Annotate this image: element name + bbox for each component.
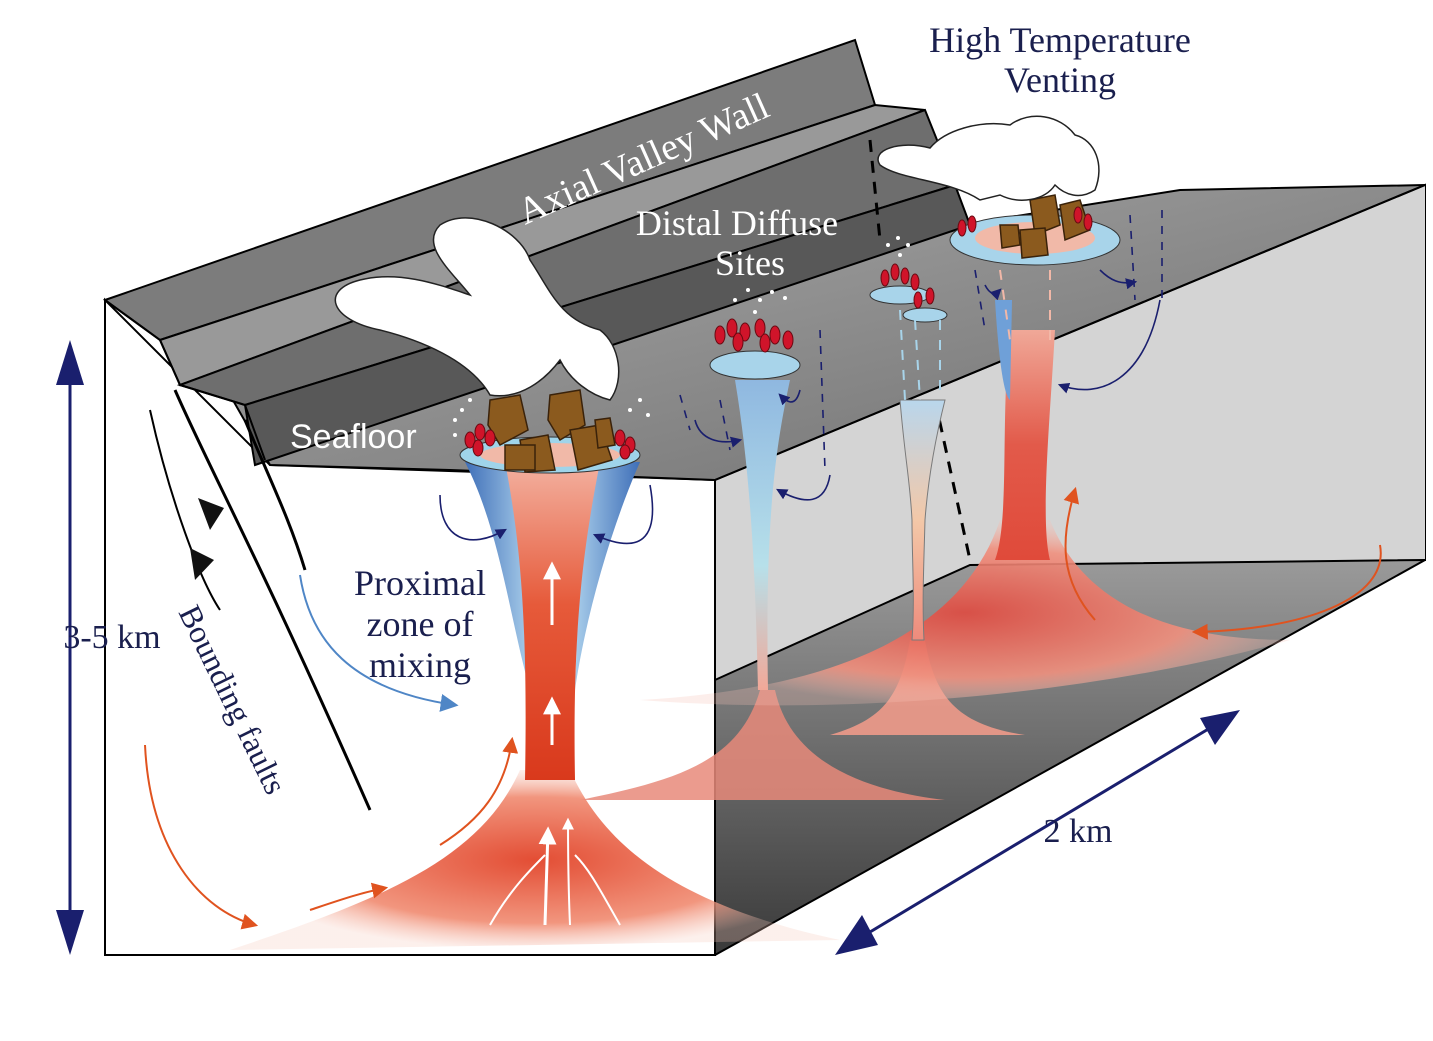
high-temperature-label-line1: High Temperature (929, 20, 1191, 60)
upflow-arrows (489, 561, 621, 926)
bounding-fault-2 (243, 419, 307, 571)
tubeworm-cluster-distal (714, 318, 794, 353)
proximal-label-line2: zone of (367, 604, 474, 644)
distal-vent-pool (709, 350, 801, 380)
main-chimney-cluster (487, 389, 616, 473)
entrainment-arrows-dark-blue (439, 269, 1161, 545)
high-temp-cold-margin (995, 300, 1012, 400)
right-reaction-zone-spread (640, 520, 1290, 706)
depth-label: 3-5 km (63, 619, 160, 656)
fault-motion-arrow-1 (198, 498, 224, 530)
proximal-label-line1: Proximal (354, 563, 486, 603)
mid-plume-column (899, 399, 946, 641)
bounding-fault-3 (149, 409, 221, 611)
depth-scale-arrow (56, 340, 84, 955)
tubeworm-cluster-mid (880, 263, 935, 309)
seafloor-front-edge (714, 184, 1426, 481)
bounding-fault-1 (173, 389, 372, 811)
dashed-fault-right (868, 139, 972, 561)
tubeworm-cluster-high-temp (957, 206, 1093, 237)
fault-motion-arrow-2 (190, 548, 214, 580)
dashed-downflow-lines (679, 210, 1163, 471)
mid-vent-pool-2 (902, 307, 948, 323)
high-temperature-label-line2: Venting (1004, 60, 1116, 100)
right-chimney-cluster (999, 194, 1091, 259)
tubeworm-cluster-main-left (464, 423, 496, 457)
distal-diffuse-label-line1: Distal Diffuse (636, 203, 838, 243)
main-reaction-zone-spread (230, 770, 840, 950)
recharge-arrows-orange (144, 486, 1382, 930)
seafloor-label: Seafloor (290, 418, 417, 456)
distal-reaction-zone-spread (580, 690, 945, 800)
length-scale-arrow (835, 710, 1240, 955)
distal-plume-column (735, 380, 790, 690)
proximal-label-line3: mixing (369, 645, 471, 685)
high-temp-smoke-plume (877, 115, 1100, 201)
proximal-cold-right (575, 462, 640, 690)
seawater-recharge-arrow (299, 574, 459, 712)
main-smoke-plume (334, 217, 620, 401)
length-label: 2 km (1044, 813, 1113, 850)
dashed-pale-lines (899, 309, 941, 401)
diffuse-shimmer-dots (453, 236, 910, 437)
proximal-cold-left (465, 462, 530, 690)
axial-wall-profile (104, 299, 266, 461)
tubeworm-cluster-main-right (614, 429, 636, 460)
distal-diffuse-label-line2: Sites (715, 243, 785, 283)
